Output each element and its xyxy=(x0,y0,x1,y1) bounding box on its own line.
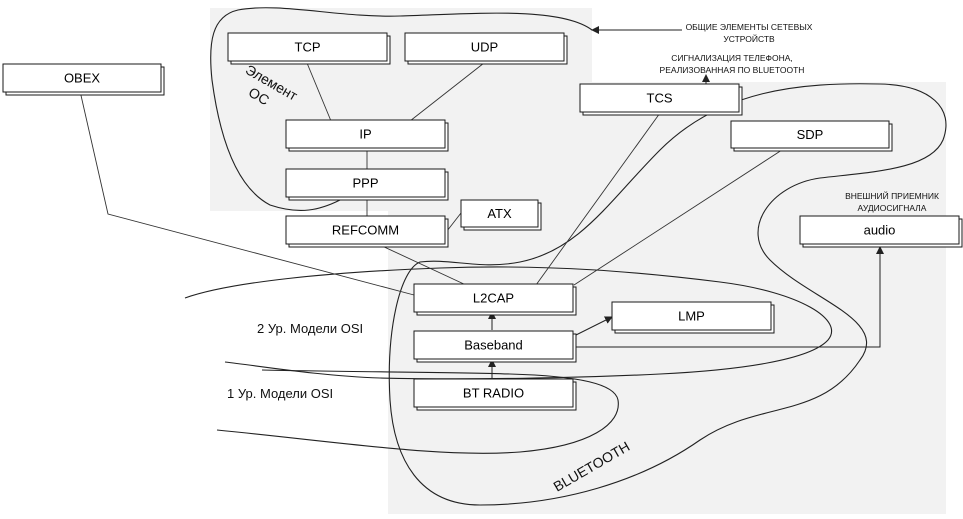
block-tcp: TCP xyxy=(227,32,391,65)
osi-level1-band xyxy=(216,369,619,454)
link-udp-ip xyxy=(409,62,485,122)
block-obex: OBEX xyxy=(2,63,165,96)
link-sdp-l2cap xyxy=(573,147,786,286)
arrow-baseband-to-lmp xyxy=(573,316,613,337)
arrow-baseband-to-audio xyxy=(574,246,884,348)
link-atx-refcomm xyxy=(446,212,462,232)
block-l2cap: L2CAP xyxy=(413,283,577,316)
osi-level1-label: 1 Ур. Модели OSI xyxy=(227,386,333,401)
block-refcomm-label: REFCOMM xyxy=(332,223,399,238)
block-ppp-label: PPP xyxy=(352,176,378,191)
block-bt-radio: BT RADIO xyxy=(413,378,577,411)
block-refcomm: REFCOMM xyxy=(285,215,449,248)
block-obex-label: OBEX xyxy=(64,71,100,86)
block-udp-label: UDP xyxy=(471,40,498,55)
block-ip: IP xyxy=(285,119,449,152)
note-external-audio-line2: АУДИОСИГНАЛА xyxy=(858,203,927,213)
note-telephony-line1: СИГНАЛИЗАЦИЯ ТЕЛЕФОНА, xyxy=(671,53,793,63)
os-element-outline xyxy=(210,7,593,211)
block-lmp-label: LMP xyxy=(678,309,705,324)
block-audio: audio xyxy=(799,215,963,248)
link-refcomm-l2cap xyxy=(379,244,467,286)
osi-level2-label: 2 Ур. Модели OSI xyxy=(257,321,363,336)
block-tcp-label: TCP xyxy=(295,40,321,55)
block-sdp-label: SDP xyxy=(797,127,824,142)
block-atx: ATX xyxy=(460,199,542,231)
block-atx-label: ATX xyxy=(487,206,512,221)
note-common-elements-line1: ОБЩИЕ ЭЛЕМЕНТЫ СЕТЕВЫХ xyxy=(686,22,813,32)
block-ppp: PPP xyxy=(285,168,449,201)
block-baseband: Baseband xyxy=(413,330,577,363)
link-tcs-l2cap xyxy=(535,112,661,286)
block-l2cap-label: L2CAP xyxy=(473,291,514,306)
block-tcs: TCS xyxy=(579,83,743,116)
osi-level2-band xyxy=(184,266,833,380)
note-telephony-line2: РЕАЛИЗОВАННАЯ ПО BLUETOOTH xyxy=(660,65,805,75)
block-baseband-label: Baseband xyxy=(464,338,523,353)
note-common-elements-line2: УСТРОЙСТВ xyxy=(723,33,775,44)
block-tcs-label: TCS xyxy=(647,91,673,106)
link-obex-l2cap xyxy=(79,90,415,296)
block-ip-label: IP xyxy=(359,127,371,142)
block-udp: UDP xyxy=(404,32,568,65)
block-sdp: SDP xyxy=(730,120,893,152)
block-bt-radio-label: BT RADIO xyxy=(463,386,524,401)
note-external-audio-line1: ВНЕШНИЙ ПРИЕМНИК xyxy=(845,190,939,201)
bluetooth-outline xyxy=(388,83,947,506)
block-audio-label: audio xyxy=(864,223,896,238)
link-tcp-ip xyxy=(306,62,332,122)
block-lmp: LMP xyxy=(611,301,775,334)
